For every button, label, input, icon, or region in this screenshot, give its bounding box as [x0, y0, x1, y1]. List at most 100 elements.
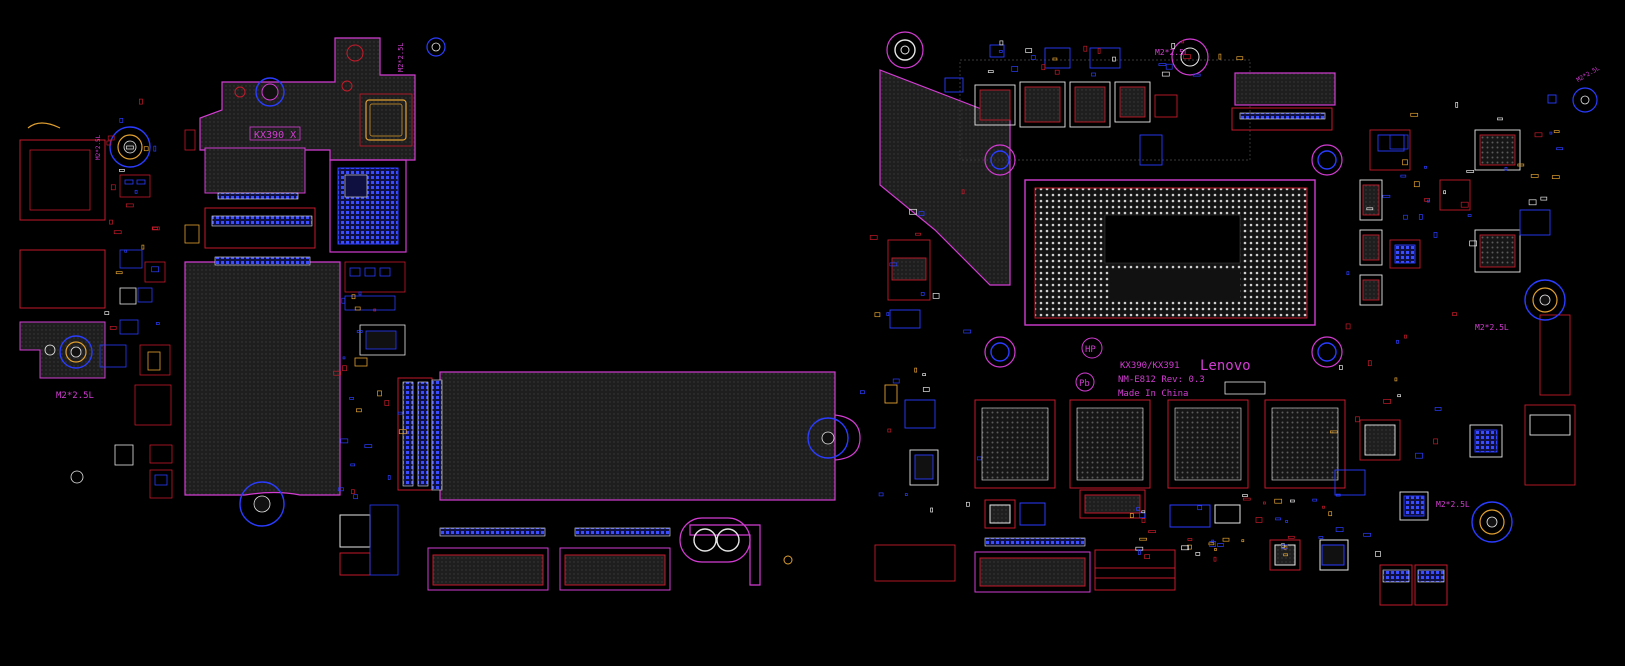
bga-ic[interactable] — [1474, 129, 1521, 171]
smd-pad — [353, 494, 358, 500]
board-number: NM-E812 Rev: 0.3 — [1118, 375, 1205, 385]
smd-pad — [119, 118, 124, 123]
smd-pad — [1540, 196, 1548, 201]
smd-pad — [1242, 494, 1248, 497]
smd-pad — [155, 322, 160, 325]
smd-pad — [887, 428, 892, 433]
smd-pad — [1161, 71, 1170, 77]
smd-pad — [1443, 190, 1446, 195]
smd-pad — [1460, 201, 1469, 208]
smd-pad — [152, 227, 159, 230]
connector-top-fpc[interactable] — [1234, 72, 1336, 106]
smd-pad — [1549, 131, 1553, 135]
smd-pad — [113, 230, 122, 235]
mount-hole[interactable] — [426, 37, 446, 57]
brand-logo: Lenovo — [1200, 358, 1251, 374]
dram-chip[interactable] — [1264, 399, 1346, 489]
smd-pad — [1312, 498, 1318, 502]
bga-ic[interactable] — [1474, 229, 1521, 273]
mount-hole[interactable] — [807, 417, 849, 459]
chip-u-square[interactable] — [365, 99, 407, 141]
bracket-screw-hole[interactable] — [341, 80, 353, 92]
mount-hole[interactable] — [109, 126, 151, 168]
smd-pad — [139, 98, 143, 105]
smd-pad — [1218, 53, 1222, 60]
svg-text:Pb: Pb — [1079, 379, 1090, 389]
right-board-section: M2*2.5L HP Pb KX390/KX391 NM-E812 Rev: 0… — [874, 31, 1601, 606]
smd-pad — [1345, 323, 1351, 330]
mount-hole[interactable] — [716, 528, 740, 552]
smd-pad — [904, 493, 908, 496]
board-origin: Made In China — [1118, 389, 1188, 399]
bga-wlan-module[interactable] — [329, 159, 407, 253]
smd-pad — [1530, 174, 1539, 178]
bracket-screw-hole[interactable] — [234, 86, 246, 98]
smd-pad — [1433, 438, 1438, 445]
smd-pad — [1434, 407, 1442, 411]
smd-pad — [1396, 339, 1399, 344]
smd-pad — [1209, 541, 1216, 547]
smd-pad — [1413, 181, 1420, 188]
smd-pad — [1497, 117, 1503, 121]
smd-pad — [1274, 498, 1283, 504]
smd-pad — [1283, 553, 1288, 557]
m2-ssd-slot[interactable] — [439, 371, 836, 501]
smd-pad — [1183, 54, 1191, 60]
smd-pad — [1424, 165, 1427, 169]
board-model: KX390/KX391 — [1120, 361, 1180, 371]
left-passives — [99, 129, 200, 499]
smd-pad — [1135, 546, 1144, 551]
mount-hole[interactable] — [255, 77, 285, 107]
dram-chip[interactable] — [1069, 399, 1151, 489]
smd-pad — [1011, 66, 1019, 72]
smd-pad — [1129, 513, 1134, 518]
connector-jkb[interactable] — [204, 147, 306, 194]
mount-hole[interactable] — [1311, 336, 1343, 368]
smd-pad — [384, 400, 390, 406]
mount-hole[interactable] — [693, 528, 717, 552]
smd-pad — [109, 219, 113, 225]
mount-hole[interactable] — [886, 31, 924, 69]
smd-pad — [1452, 312, 1457, 316]
right-board-left-passives — [874, 239, 956, 582]
smd-pad — [922, 387, 930, 392]
mount-hole[interactable] — [1524, 279, 1566, 321]
smd-pad — [354, 306, 361, 311]
smd-pad — [1287, 535, 1295, 539]
dram-chip[interactable] — [974, 399, 1056, 489]
smd-pad — [878, 492, 884, 497]
smd-pad — [1217, 543, 1224, 547]
smd-pad — [1165, 63, 1173, 70]
mount-hole[interactable] — [1171, 38, 1209, 76]
smd-pad — [1466, 170, 1475, 173]
scattered-pads — [104, 40, 1563, 562]
smd-pad — [373, 308, 377, 312]
smd-pad — [377, 390, 382, 397]
svg-text:M2*2.5L: M2*2.5L — [95, 134, 102, 160]
dram-chip[interactable] — [1167, 399, 1249, 489]
smd-pad — [1144, 554, 1150, 559]
smd-pad — [1197, 505, 1203, 511]
smd-pad — [1426, 199, 1430, 203]
left-board-section: KX390 X M2*2.5L M2*2.5L M2*2.5L — [19, 37, 861, 591]
mount-hole[interactable] — [984, 336, 1016, 368]
smd-pad — [1394, 377, 1398, 382]
bracket-screw-hole[interactable] — [346, 44, 364, 62]
mount-hole[interactable] — [1572, 87, 1598, 113]
smd-pad — [1553, 130, 1560, 133]
smd-pad — [1339, 365, 1343, 370]
vrm-cluster — [944, 44, 1251, 166]
smd-pad — [1083, 45, 1088, 52]
smd-pad — [930, 507, 933, 513]
mount-hole[interactable] — [1471, 501, 1513, 543]
mount-hole[interactable] — [1311, 144, 1343, 176]
mount-hole[interactable] — [239, 481, 285, 527]
left-large-pad — [184, 261, 341, 496]
mount-hole[interactable] — [59, 335, 93, 369]
smd-pad — [1528, 199, 1537, 206]
smd-pad — [1534, 132, 1543, 138]
smd-pad — [1181, 545, 1189, 551]
cpu-package[interactable] — [1024, 179, 1316, 326]
mount-hole[interactable] — [984, 144, 1016, 176]
